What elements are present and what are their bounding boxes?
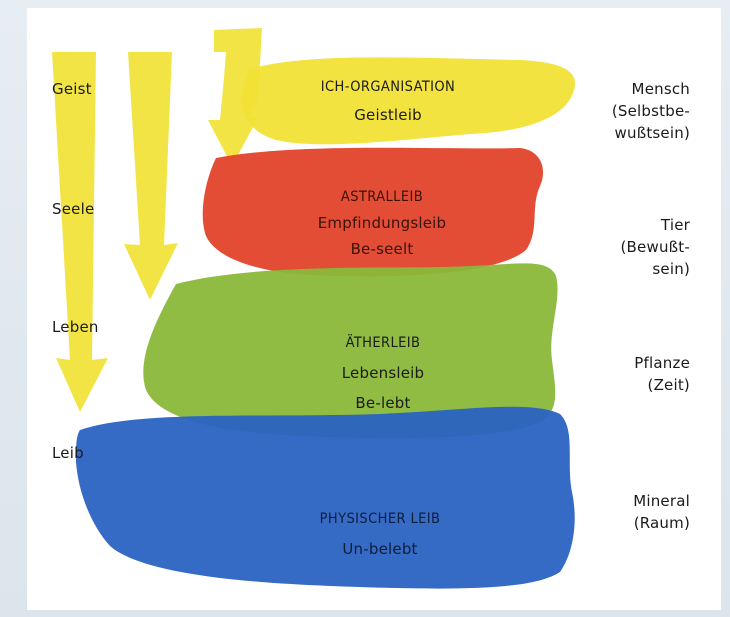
aether-title: ÄTHERLEIB xyxy=(345,335,421,351)
physisch-title: PHYSISCHER LEIB xyxy=(319,511,441,527)
physisch-sub: Un-belebt xyxy=(342,540,418,558)
axis-label-geist: Geist xyxy=(52,80,92,98)
ich-sub: Geistleib xyxy=(354,106,422,124)
physisch-band-stroke xyxy=(76,406,575,589)
astral-band-stroke xyxy=(202,147,544,277)
right-label-pflanze: Pflanze (Zeit) xyxy=(634,354,690,394)
right-label-mensch: Mensch (Selbstbe- wußtsein) xyxy=(611,80,690,142)
ich-band-stroke xyxy=(241,57,576,145)
ich-title: ICH-ORGANISATION xyxy=(320,79,456,95)
axis-label-seele: Seele xyxy=(52,200,95,218)
right-label-tier: Tier (Bewußt- sein) xyxy=(620,216,690,278)
astral-sub1: Empfindungsleib xyxy=(317,214,447,232)
aether-band-stroke xyxy=(143,263,558,439)
yellow-arrow-mid xyxy=(124,52,178,300)
aether-sub2: Be-lebt xyxy=(355,394,411,412)
yellow-arrow-bent xyxy=(208,28,262,166)
yellow-arrow-long xyxy=(52,52,108,412)
axis-label-leib: Leib xyxy=(52,444,84,462)
astral-title: ASTRALLEIB xyxy=(340,189,424,205)
aether-sub1: Lebensleib xyxy=(341,364,425,382)
right-label-mineral: Mineral (Raum) xyxy=(633,492,690,532)
axis-label-leben: Leben xyxy=(52,318,99,336)
astral-sub2: Be-seelt xyxy=(350,240,414,258)
